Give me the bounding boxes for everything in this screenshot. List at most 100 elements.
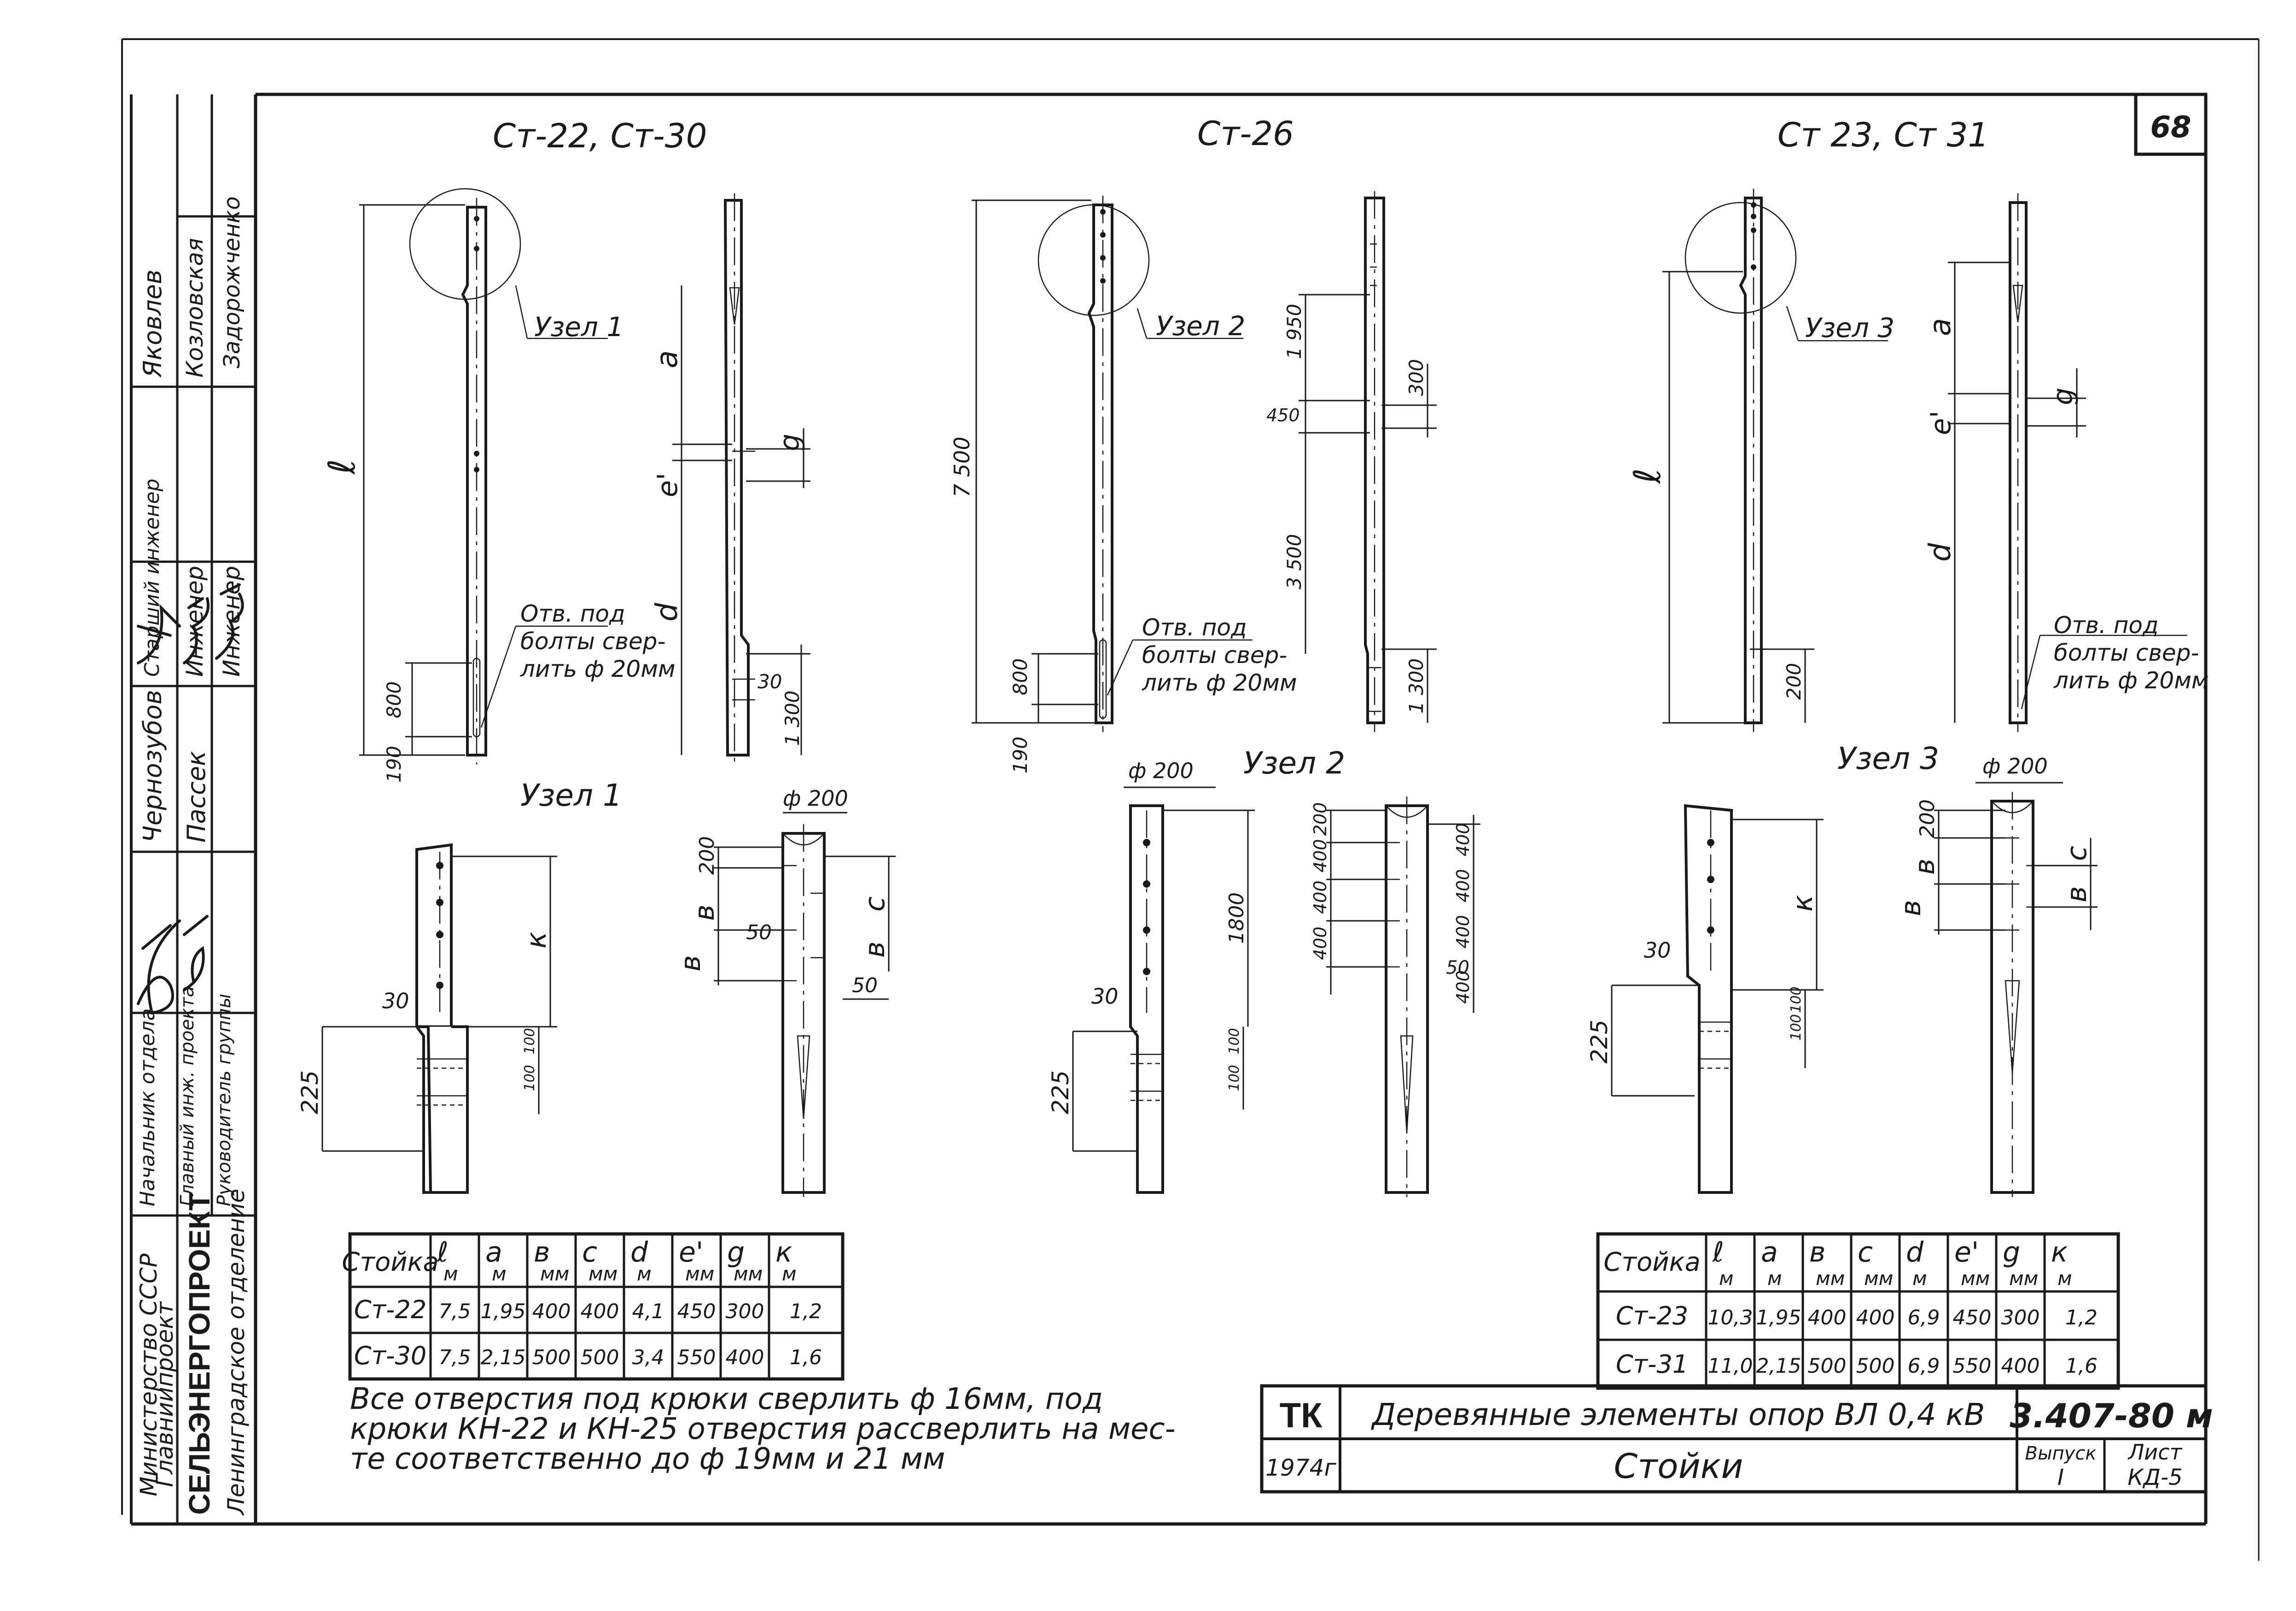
table-cell: 3,4: [632, 1346, 664, 1369]
dim-225-2: 225: [1047, 1070, 1074, 1114]
title-vol-label: Выпуск: [2025, 1443, 2097, 1464]
pole-1-side: [723, 199, 750, 756]
stamp-role-3: Руководитель группы: [214, 994, 235, 1206]
dim-k-3: к: [1787, 895, 1819, 912]
dim-d-3: d: [1923, 543, 1958, 562]
hole-note-3c: лить ф 20мм: [2053, 667, 2209, 694]
table-cell: 500: [532, 1346, 571, 1369]
node-1-front: к 100 100 30 225: [297, 843, 557, 1194]
sheet-frame: [121, 38, 2260, 1561]
hole-note-2c: лить ф 20мм: [1142, 669, 1297, 696]
dim-100a-1: 100: [522, 1028, 538, 1054]
stamp-role-5: Инженер: [181, 566, 208, 677]
table-header-symbol: a: [485, 1236, 502, 1268]
dim-k-1: к: [520, 932, 553, 948]
dim-g-3: g: [2047, 388, 2079, 405]
table-header-symbol: к: [2051, 1236, 2068, 1268]
dim-c-n3: c: [2061, 846, 2093, 861]
dim-30-n2: 30: [1091, 984, 1119, 1009]
dim-100b-1: 100: [522, 1065, 538, 1091]
stamp-org-1: Министерство СССР: [135, 1253, 162, 1496]
table-cell: 300: [2001, 1306, 2040, 1329]
table-header-unit: мм: [540, 1262, 569, 1285]
dim-400e-n2: 400: [1453, 869, 1473, 902]
table-header-symbol: в: [1809, 1236, 1825, 1268]
title-vol-value: I: [2057, 1465, 2064, 1490]
signature-3: [137, 604, 181, 664]
dim-30-1: 30: [758, 670, 782, 693]
dim-30-n1: 30: [382, 989, 409, 1013]
dim-400b-n2: 400: [1310, 880, 1330, 914]
table-header-symbol: в: [534, 1236, 550, 1268]
table-cell: 450: [1953, 1306, 1992, 1329]
table-cell: 2,15: [1756, 1354, 1801, 1378]
table-header-unit: м: [492, 1262, 507, 1285]
table-cell: 7,5: [439, 1346, 471, 1369]
title-year: 1974г: [1265, 1454, 1336, 1481]
table-header-symbol: Стойка: [342, 1247, 439, 1277]
node-1-title: Узел 1: [520, 778, 622, 813]
signature-1: [137, 919, 181, 1015]
dim-b2-n1: в: [675, 955, 707, 971]
stamp-name-3: Яковлев: [138, 269, 167, 378]
stamp-name-1: Чернозубов: [138, 690, 167, 843]
title-number: 3.407-80 м: [2010, 1396, 2213, 1435]
table-cell: 500: [1856, 1354, 1895, 1378]
dim-l-1: ℓ: [321, 459, 363, 475]
dim-d-1: d: [650, 603, 684, 622]
dim-e-3: e': [1925, 411, 1957, 435]
pole-group-1: Узел 1 ℓ 800 190 Отв. под болты свер- ли…: [321, 188, 810, 783]
table-header-symbol: ℓ: [1712, 1236, 1724, 1268]
dim-1300-1: 1 300: [781, 691, 804, 746]
dim-400d-n2: 400: [1453, 823, 1473, 856]
note-line-3: те соответственно до ф 19мм и 21 мм: [350, 1442, 945, 1476]
hole-note-1a: Отв. под: [520, 600, 625, 627]
hole-note-3a: Отв. под: [2054, 612, 2159, 639]
dim-phi-n2: ф 200: [1128, 758, 1194, 783]
dim-190-2: 190: [1009, 737, 1031, 774]
table-header-symbol: e': [679, 1236, 703, 1268]
dim-b2-n3: в: [1895, 900, 1927, 916]
dim-400a-n2: 400: [1310, 839, 1330, 872]
dim-1800: 1800: [1225, 892, 1248, 944]
dim-400g-n2: 400: [1453, 970, 1473, 1004]
table-cell: 1,95: [481, 1300, 526, 1323]
table-header-symbol: Стойка: [1603, 1247, 1701, 1277]
stamp-name-2: Пассек: [182, 751, 211, 843]
hole-note-3b: болты свер-: [2054, 640, 2199, 666]
signature-2: [183, 915, 209, 991]
side-stamp: Министерство СССР Главниипроект СЕЛЬЭНЕР…: [130, 94, 256, 1524]
stamp-role-4: Старший инженер: [140, 478, 164, 677]
table-header-unit: м: [1912, 1267, 1927, 1290]
table-header-symbol: c: [582, 1236, 597, 1268]
table-cell: 550: [677, 1346, 716, 1369]
table-cell: 10,3: [1708, 1306, 1753, 1329]
table-cell: 400: [1808, 1306, 1847, 1329]
dim-200-n1: 200: [695, 836, 719, 875]
table-header-unit: мм: [1961, 1267, 1990, 1290]
node-3-front: к 100 100 30 225: [1586, 804, 1824, 1194]
table-cell: 11,0: [1708, 1354, 1753, 1378]
table-header-unit: м: [637, 1262, 652, 1285]
table-cell: 7,5: [439, 1300, 471, 1323]
node-1-circle: [409, 188, 521, 300]
pole-1-front: [461, 206, 487, 756]
table-header-unit: мм: [2009, 1267, 2038, 1290]
table-header-symbol: a: [1761, 1236, 1778, 1268]
stamp-org-2: Главниипроект: [152, 1301, 178, 1487]
stamp-role-2: Главный инж. проекта: [177, 986, 198, 1206]
title-block: ТК 1974г Деревянные элементы опор ВЛ 0,4…: [1260, 1384, 2213, 1494]
dim-c-n1: c: [859, 896, 891, 912]
dim-100a-2: 100: [1226, 1028, 1242, 1054]
node-2-title: Узел 2: [1243, 745, 1345, 781]
dim-300: 300: [1405, 359, 1428, 396]
dim-e-1: e': [652, 473, 684, 497]
table-cell: Ст-31: [1616, 1349, 1688, 1378]
dim-b3-n3: в: [2061, 886, 2093, 902]
table-header-unit: м: [1767, 1267, 1782, 1290]
table-header-symbol: к: [775, 1236, 792, 1268]
title-name: Деревянные элементы опор ВЛ 0,4 кВ: [1370, 1397, 1985, 1432]
table-header-symbol: ℓ: [437, 1236, 449, 1268]
